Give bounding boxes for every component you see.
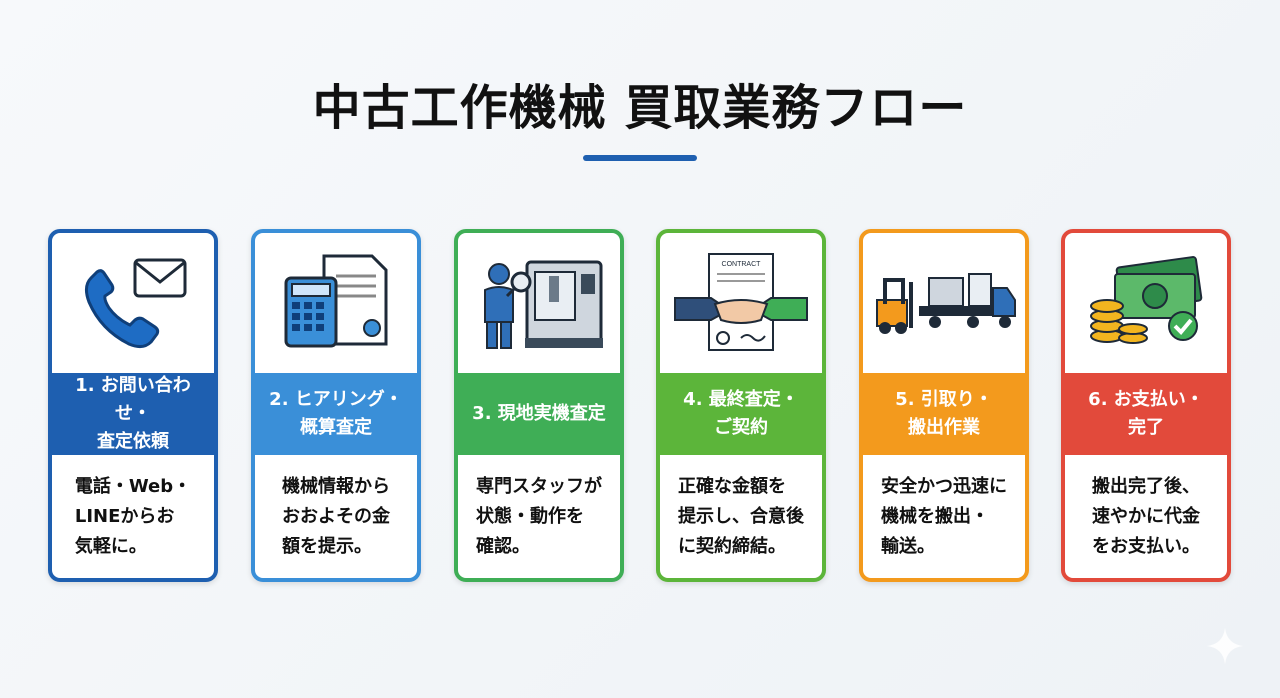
- forklift-truck-icon: [876, 273, 1016, 334]
- step-6-description: 搬出完了後、 速やかに代金 をお支払い。: [1092, 475, 1200, 557]
- step-3-label: 3. 現地実機査定: [458, 373, 620, 455]
- step-card-4: CONTRACT 4. 最終査定・ ご契約 正確な金額を 提示し、合意後 に契約…: [656, 229, 826, 582]
- step-2-label: 2. ヒアリング・ 概算査定: [255, 373, 417, 455]
- money-check-icon: [1090, 256, 1203, 344]
- step-3-description: 専門スタッフが 状態・動作を 確認。: [476, 475, 602, 557]
- step-5-label: 5. 引取り・ 搬出作業: [863, 373, 1025, 455]
- step-card-1: 1. お問い合わせ・ 査定依頼 電話・Web・ LINEからお 気軽に。: [48, 229, 218, 582]
- step-1-description: 電話・Web・ LINEからお 気軽に。: [74, 475, 192, 557]
- contract-handshake-icon: CONTRACT: [674, 253, 808, 351]
- step-5-description: 安全かつ迅速に 機械を搬出・ 輸送。: [881, 475, 1007, 557]
- page-title: 中古工作機械 買取業務フロー: [312, 80, 968, 136]
- step-4-icon-area: CONTRACT: [660, 233, 822, 373]
- step-2-icon-area: [255, 233, 417, 373]
- phone-mail-icon: [84, 258, 187, 349]
- step-6-icon-area: [1065, 233, 1227, 373]
- step-2-description: 機械情報から おおよその金 額を提示。: [282, 475, 390, 557]
- title-underline: [583, 155, 697, 161]
- inspector-machine-icon: [484, 260, 603, 349]
- step-5-icon-area: [863, 233, 1025, 373]
- step-card-6: 6. お支払い・ 完了 搬出完了後、 速やかに代金 をお支払い。: [1061, 229, 1231, 582]
- sparkle-icon: [1207, 628, 1243, 664]
- step-4-label: 4. 最終査定・ ご契約: [660, 373, 822, 455]
- step-3-icon-area: [458, 233, 620, 373]
- step-1-icon-area: [52, 233, 214, 373]
- step-6-label: 6. お支払い・ 完了: [1065, 373, 1227, 455]
- step-card-5: 5. 引取り・ 搬出作業 安全かつ迅速に 機械を搬出・ 輸送。: [859, 229, 1029, 582]
- step-card-3: 3. 現地実機査定 専門スタッフが 状態・動作を 確認。: [454, 229, 624, 582]
- step-4-description: 正確な金額を 提示し、合意後 に契約締結。: [678, 475, 804, 557]
- step-1-label: 1. お問い合わせ・ 査定依頼: [52, 373, 214, 455]
- calculator-document-icon: [284, 254, 388, 348]
- contract-text: CONTRACT: [722, 261, 762, 268]
- step-card-2: 2. ヒアリング・ 概算査定 機械情報から おおよその金 額を提示。: [251, 229, 421, 582]
